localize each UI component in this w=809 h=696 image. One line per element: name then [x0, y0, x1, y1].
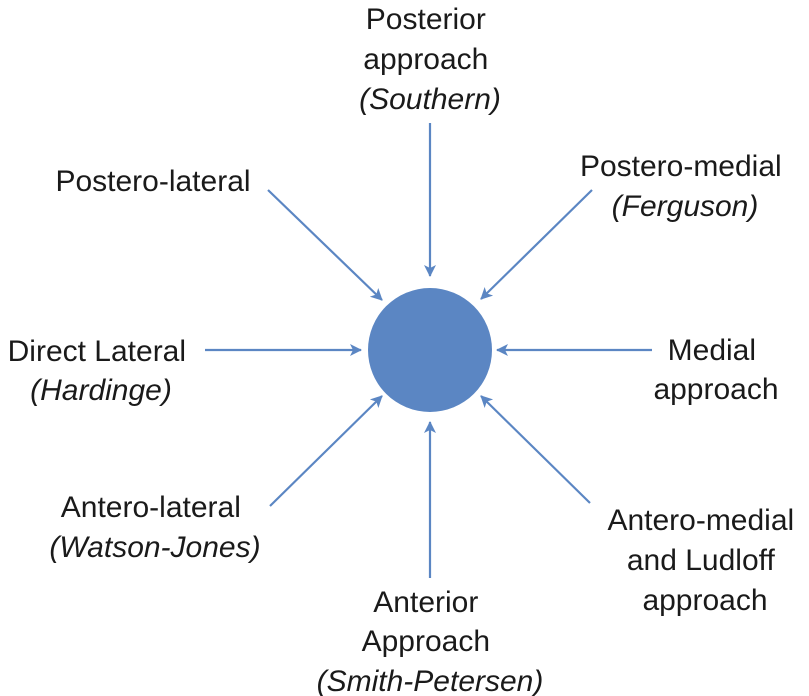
direct-lateral-label: Direct Lateral (Hardinge) [8, 335, 195, 407]
anterior-approach-label: Anterior Approach (Smith-Petersen) [317, 586, 544, 696]
antero-lateral-eponym: (Watson-Jones) [49, 531, 260, 564]
direct-lateral-eponym: (Hardinge) [30, 374, 172, 407]
posterior-eponym: (Southern) [359, 83, 501, 116]
anterior-eponym: (Smith-Petersen) [317, 665, 544, 696]
postero-lateral-arrow [267, 189, 383, 301]
hip-joint-circle [368, 288, 492, 412]
postero-medial-label: Postero-medial (Ferguson) [580, 150, 790, 223]
medial-approach-label: Medial approach [653, 334, 778, 406]
postero-medial-eponym: (Ferguson) [612, 190, 759, 223]
posterior-approach-label: Posterior approach (Southern) [359, 3, 501, 116]
antero-medial-ludloff-label: Antero-medial and Ludloff approach [607, 504, 802, 617]
antero-lateral-label: Antero-lateral (Watson-Jones) [49, 491, 260, 564]
antero-lateral-arrow [269, 395, 383, 507]
postero-lateral-label: Postero-lateral [55, 165, 250, 198]
antero-medial-arrow [480, 395, 591, 504]
postero-medial-arrow [480, 189, 593, 300]
